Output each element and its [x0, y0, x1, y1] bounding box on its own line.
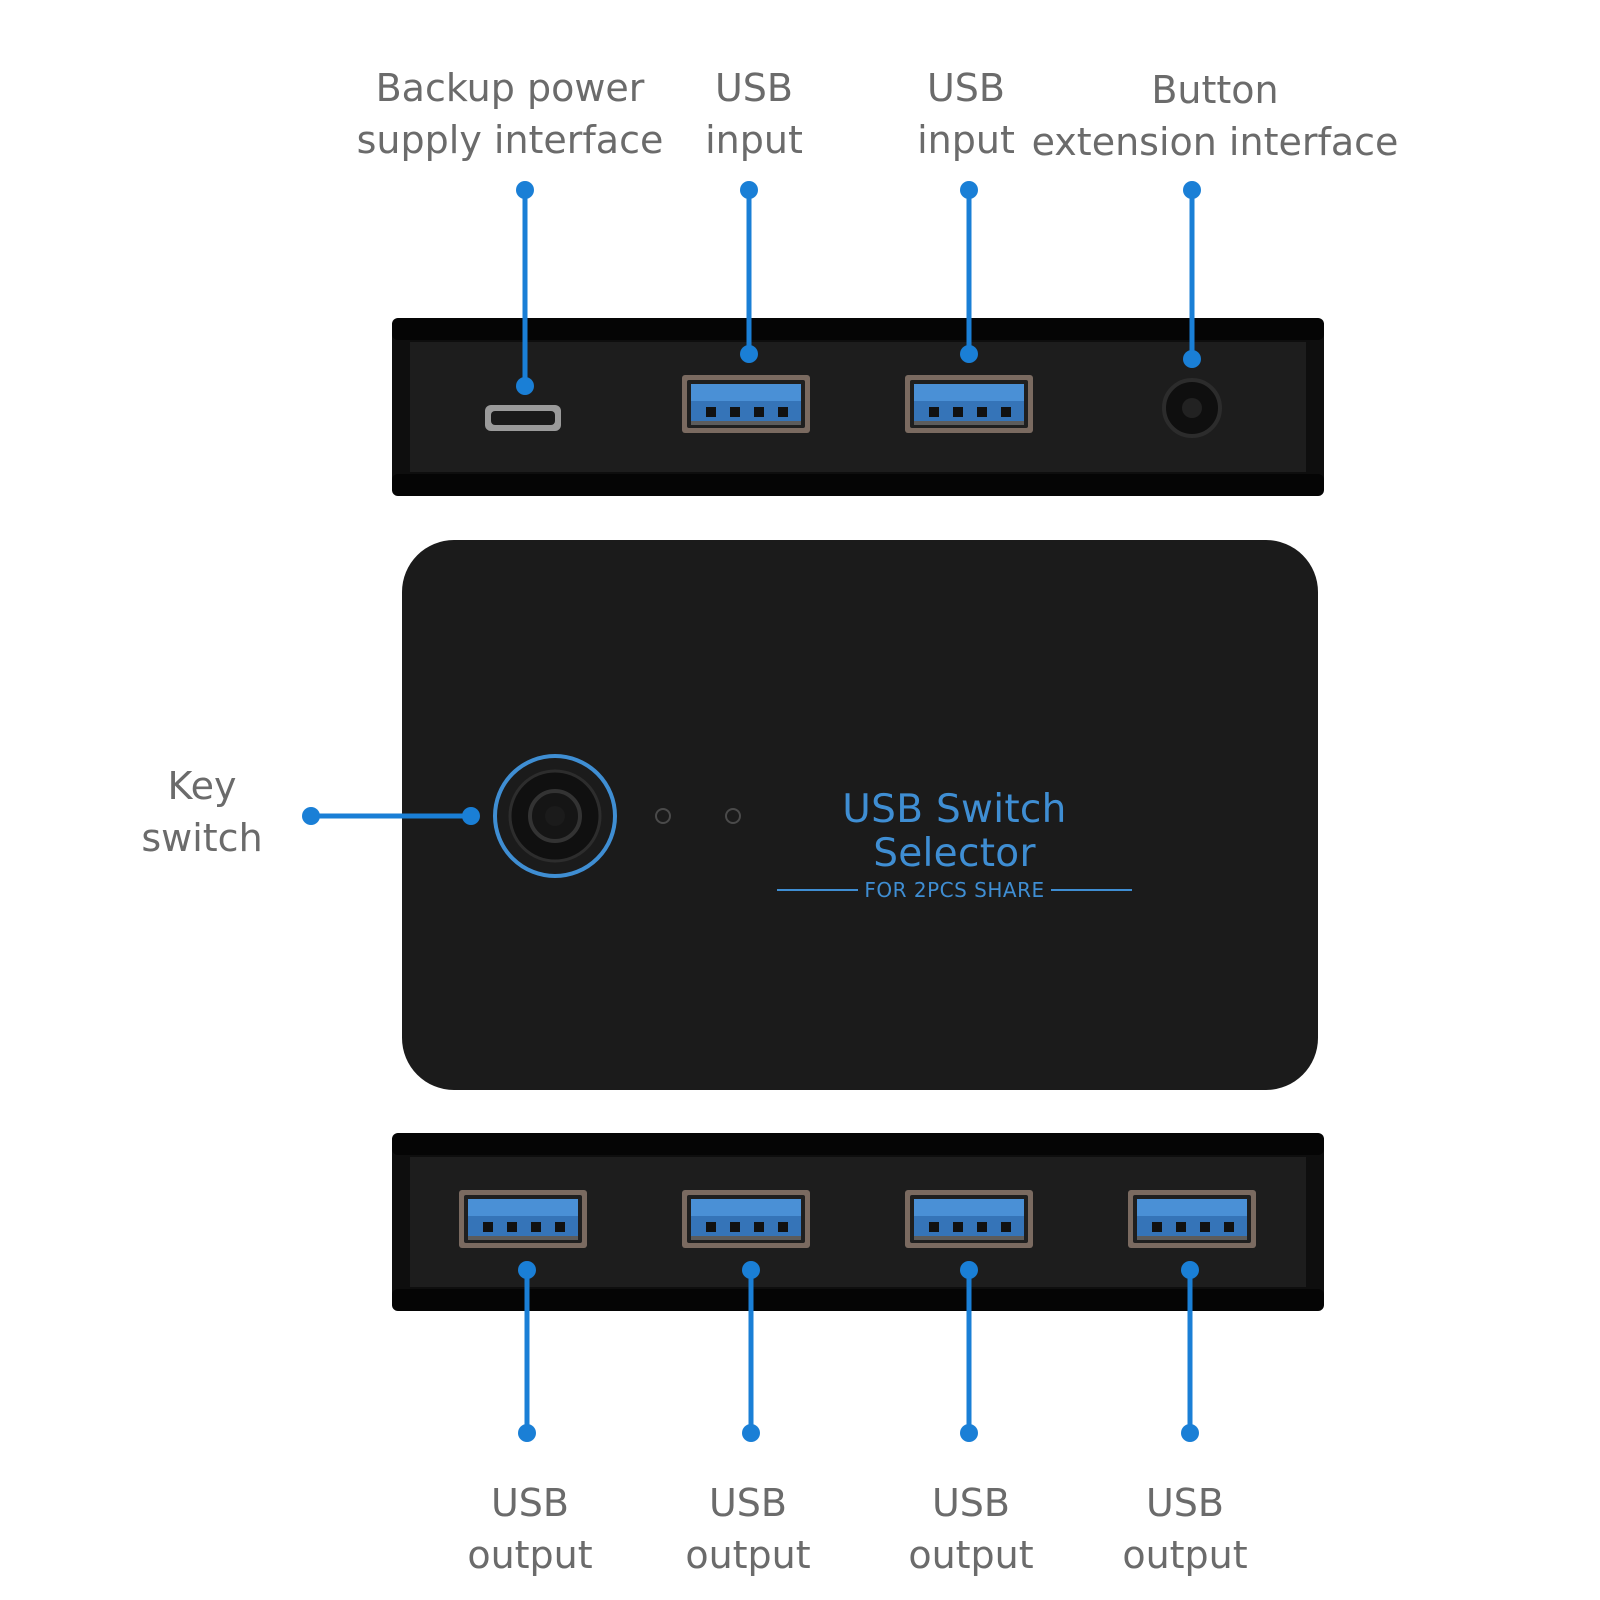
brand-title: USB Switch Selector: [842, 787, 1067, 876]
callout-button-extension: [1183, 181, 1201, 368]
callout-usb-output-1: [518, 1261, 536, 1442]
led-indicator-2: [725, 808, 741, 824]
label-button-extension: Button extension interface: [1032, 64, 1399, 168]
brand-rule-right: [1050, 889, 1133, 891]
label-line: USB: [1145, 1481, 1224, 1525]
callout-usb-output-2: [742, 1261, 760, 1442]
callout-usb-input-1: [740, 181, 758, 363]
usb-output-port-1: [459, 1190, 587, 1248]
callout-backup-power: [516, 181, 534, 395]
label-usb-output-1: USB output: [467, 1477, 592, 1581]
label-line: input: [917, 118, 1015, 162]
callout-usb-output-3: [960, 1261, 978, 1442]
usb-output-port-2: [682, 1190, 810, 1248]
label-line: USB: [490, 1481, 569, 1525]
brand-rule-left: [777, 889, 859, 891]
key-switch-button: [493, 754, 617, 878]
label-line: switch: [141, 816, 263, 860]
micro-usb-port: [485, 405, 561, 431]
label-usb-input-1: USB input: [705, 62, 803, 166]
label-line: output: [467, 1533, 593, 1577]
label-line: USB: [926, 66, 1005, 110]
label-line: USB: [714, 66, 793, 110]
switch-jack: [1162, 378, 1222, 438]
label-usb-output-2: USB output: [685, 1477, 810, 1581]
label-usb-input-2: USB input: [917, 62, 1015, 166]
label-line: Backup power: [375, 66, 645, 110]
label-line: output: [685, 1533, 811, 1577]
label-backup-power: Backup power supply interface: [357, 62, 664, 166]
usb-input-port-1: [682, 375, 810, 433]
label-line: input: [705, 118, 803, 162]
callout-key-switch: [302, 807, 480, 825]
usb-output-port-3: [905, 1190, 1033, 1248]
brand-tagline: FOR 2PCS SHARE: [864, 878, 1045, 902]
label-key-switch: Key switch: [141, 760, 262, 864]
label-usb-output-3: USB output: [908, 1477, 1033, 1581]
usb-input-port-2: [905, 375, 1033, 433]
label-line: extension interface: [1031, 120, 1399, 164]
callout-usb-output-4: [1181, 1261, 1199, 1442]
callout-usb-input-2: [960, 181, 978, 363]
device-body: [402, 540, 1318, 1090]
led-indicator-1: [655, 808, 671, 824]
label-line: Button: [1151, 68, 1279, 112]
label-line: Key: [167, 764, 237, 808]
label-line: output: [1122, 1533, 1248, 1577]
device-branding: USB Switch Selector FOR 2PCS SHARE: [777, 787, 1133, 902]
label-usb-output-4: USB output: [1122, 1477, 1247, 1581]
label-line: supply interface: [356, 118, 664, 162]
label-line: output: [908, 1533, 1034, 1577]
label-line: USB: [708, 1481, 787, 1525]
usb-output-port-4: [1128, 1190, 1256, 1248]
label-line: USB: [931, 1481, 1010, 1525]
